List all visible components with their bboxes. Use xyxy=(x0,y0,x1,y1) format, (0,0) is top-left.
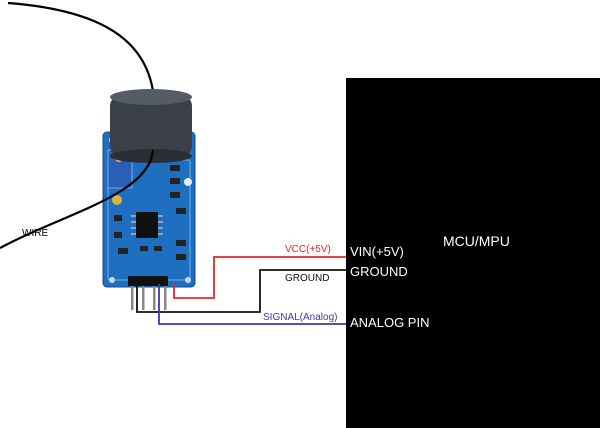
ground-wire xyxy=(136,269,346,313)
toroid-coil xyxy=(110,89,192,163)
signal-wire xyxy=(158,284,346,325)
mcu-title: MCU/MPU xyxy=(443,233,510,249)
header-pins xyxy=(128,276,168,286)
ic-chip xyxy=(136,212,158,238)
sensor-wire-bottom xyxy=(0,149,155,249)
wire-label: WIRE xyxy=(22,228,48,239)
mcu-pin-ground: GROUND xyxy=(350,264,408,279)
mcu-block xyxy=(346,78,600,428)
current-sensor-module xyxy=(102,131,196,310)
ground-line-label: GROUND xyxy=(285,273,329,284)
mcu-pin-vin: VIN(+5V) xyxy=(350,244,404,259)
vcc-line-label: VCC(+5V) xyxy=(285,244,331,255)
mcu-pin-analog: ANALOG PIN xyxy=(350,315,429,330)
vcc-wire xyxy=(173,256,346,299)
signal-line-label: SIGNAL(Analog) xyxy=(263,312,337,323)
